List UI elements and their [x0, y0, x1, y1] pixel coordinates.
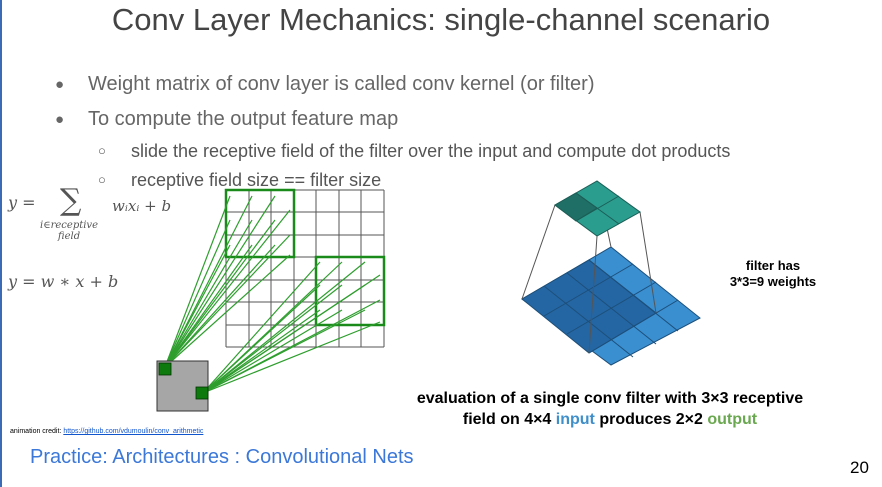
- formula-1-subscript-line2: field: [57, 231, 81, 242]
- sub-bullet-1-text: slide the receptive field of the filter …: [131, 141, 731, 161]
- bullet-2-text: To compute the output feature map: [88, 108, 399, 130]
- filter-note-line2: 3*3=9 weights: [729, 274, 817, 289]
- bullet-2: ● To compute the output feature map: [55, 108, 399, 131]
- diagram-caption: evaluation of a single conv filter with …: [388, 388, 832, 430]
- bullet-1: ● Weight matrix of conv layer is called …: [55, 73, 595, 96]
- formula-1-subscript-line1: i∈receptive: [40, 220, 99, 231]
- output-pixel-1: [158, 362, 172, 376]
- formula-1-lhs: y =: [8, 193, 36, 212]
- formula-1-subscript: i∈receptive field: [40, 220, 98, 242]
- credit-link[interactable]: https://github.com/vdumoulin/conv_arithm…: [63, 428, 204, 435]
- caption-output-word: output: [707, 411, 758, 428]
- receptive-field-2: [314, 255, 386, 327]
- credit-label: animation credit:: [10, 428, 64, 435]
- input-grid-lines: [225, 189, 385, 348]
- animation-credit: animation credit: https://github.com/vdu…: [10, 428, 203, 435]
- caption-part2: field on 4×4: [462, 411, 556, 428]
- formula-2: y = w ∗ x + b: [8, 272, 119, 291]
- filter-note: filter has 3*3=9 weights: [716, 258, 830, 290]
- output-plane: [554, 180, 641, 237]
- input-grid-diagram: [156, 188, 386, 412]
- conv-3d-diagram: [521, 180, 701, 366]
- sub-bullet-2: ○ receptive field size == filter size: [98, 170, 382, 191]
- page-number: 20: [850, 458, 869, 477]
- filter-note-line1: filter has: [745, 258, 801, 273]
- bullet-dot-icon: ●: [55, 76, 65, 93]
- slide-title: Conv Layer Mechanics: single-channel sce…: [111, 2, 771, 37]
- caption-part1: evaluation of a single conv filter with …: [416, 390, 804, 407]
- footer-section-link[interactable]: Practice: Architectures : Convolutional …: [30, 446, 414, 468]
- receptive-field-1: [224, 188, 296, 259]
- sub-bullet-1: ○ slide the receptive field of the filte…: [98, 141, 731, 162]
- slide-left-border: [0, 0, 2, 487]
- sub-bullet-circle-icon: ○: [98, 143, 106, 158]
- projection-lines-2: [202, 261, 381, 394]
- bullet-1-text: Weight matrix of conv layer is called co…: [88, 73, 595, 95]
- formula-1-rhs: wᵢxᵢ + b: [112, 197, 172, 215]
- output-pixel-2: [195, 386, 209, 400]
- formula-1-sum-symbol: ∑: [60, 183, 82, 218]
- projection-lines-1: [164, 195, 291, 368]
- sub-bullet-2-text: receptive field size == filter size: [131, 170, 382, 190]
- sub-bullet-circle-icon: ○: [98, 172, 106, 187]
- caption-part3: produces 2×2: [594, 411, 708, 428]
- input-plane: [521, 246, 701, 366]
- caption-input-word: input: [555, 411, 595, 428]
- bullet-dot-icon: ●: [55, 111, 65, 128]
